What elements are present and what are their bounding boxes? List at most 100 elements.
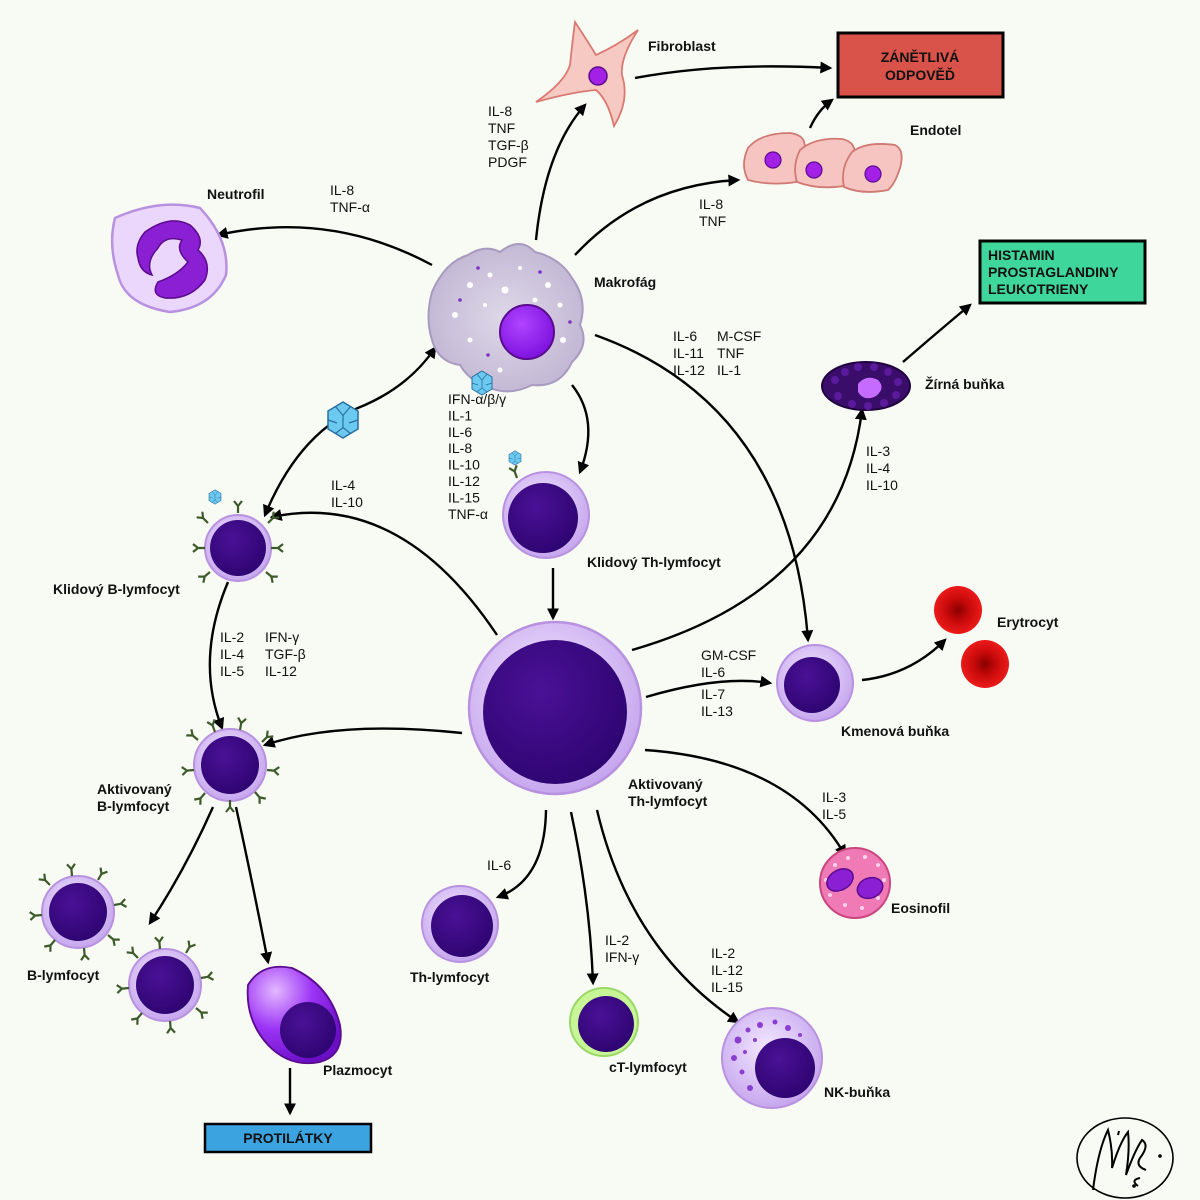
label-zirna-bunka: Žírná buňka — [925, 375, 1005, 392]
th-lymphocyte-cell — [421, 885, 499, 963]
arrow-stem-cell-to-erythrocyte — [861, 638, 947, 682]
label-makrofag: Makrofág — [594, 274, 656, 290]
histamine-box: HISTAMIN PROSTAGLANDINY LEUKOTRIENY — [978, 239, 1147, 305]
label-b-lymfocyt: B-lymfocyt — [27, 967, 100, 983]
macrophage-cell — [427, 243, 585, 396]
cytokines-to-th: IL-6 — [487, 857, 511, 873]
arrow-activated-th-to-resting-b — [269, 509, 498, 636]
mast-cell — [821, 361, 911, 411]
cytokine-item: IL-10 — [331, 494, 363, 510]
cytokine-item: IL-15 — [448, 489, 480, 505]
cytokine-item: TGF-β — [265, 646, 306, 662]
eosinophil-cell — [819, 847, 891, 919]
cytokine-item: PDGF — [488, 154, 527, 170]
label-aktivovany-b-line1: Aktivovaný — [97, 781, 172, 797]
arrow-endothelium-to-inflammation — [808, 98, 834, 129]
antibodies-box: PROTILÁTKY — [203, 1122, 373, 1154]
label-klidovy-b: Klidový B-lymfocyt — [53, 581, 180, 597]
label-kmenova-bunka: Kmenová buňka — [841, 723, 949, 739]
label-erytrocyt: Erytrocyt — [997, 614, 1059, 630]
arrow-activated-th-to-activated-b — [262, 727, 463, 748]
cytokine-item: IFN-γ — [605, 949, 639, 965]
cytokine-item: IL-4 — [866, 460, 890, 476]
cytokine-item: IL-6 — [487, 857, 511, 873]
endothelium-cells — [743, 132, 903, 193]
cytokine-item: IL-13 — [701, 703, 733, 719]
cytokine-item: IL-10 — [866, 477, 898, 493]
cytokine-item: IFN-γ — [265, 629, 299, 645]
cytokine-item: IL-4 — [331, 477, 355, 493]
label-aktivovany-th-line2: Th-lymfocyt — [628, 793, 708, 809]
cytokine-item: IL-10 — [448, 457, 480, 473]
cytokine-item: IL-8 — [488, 103, 512, 119]
arrow-macrophage-to-endothelium — [574, 174, 741, 256]
label-endotel: Endotel — [910, 122, 961, 138]
stem-cell — [776, 644, 854, 722]
arrow-macrophage-to-neutrophil — [215, 225, 433, 267]
cytokine-item: M-CSF — [717, 328, 761, 344]
histamine-box-line3: LEUKOTRIENY — [988, 281, 1089, 297]
arrow-mast-cell-to-histamine — [902, 303, 972, 363]
label-aktivovany-th-line1: Aktivovaný — [628, 776, 703, 792]
activated-th-lymphocyte — [467, 620, 643, 796]
cytokine-item: TNF — [699, 213, 726, 229]
arrow-activated-b-to-plasmocyte — [234, 806, 273, 965]
arrow-activated-b-to-b — [148, 806, 215, 926]
inflammation-box-line1: ZÁNĚTLIVÁ — [881, 48, 960, 65]
label-th-lymfocyt: Th-lymfocyt — [410, 969, 490, 985]
cytokine-item: IL-8 — [330, 182, 354, 198]
plasmocyte-cell — [246, 965, 342, 1065]
label-klidovy-th: Klidový Th-lymfocyt — [587, 554, 721, 570]
cytokine-item: IL-3 — [866, 443, 890, 459]
fibroblast-cell — [535, 19, 639, 129]
antibodies-box-label: PROTILÁTKY — [243, 1130, 333, 1146]
cytokine-item: IL-5 — [822, 806, 846, 822]
label-neutrofil: Neutrofil — [207, 186, 265, 202]
cytokine-item: TGF-β — [488, 137, 529, 153]
arrow-activated-th-to-th — [495, 809, 548, 900]
label-ct-lymfocyt: cT-lymfocyt — [609, 1059, 687, 1075]
cytokine-item: IL-7 — [701, 686, 725, 702]
neutrophil-cell — [110, 203, 228, 314]
ct-lymphocyte-cell — [569, 987, 639, 1057]
cytokine-item: GM-CSF — [701, 647, 756, 663]
label-fibroblast: Fibroblast — [648, 38, 716, 54]
cytokine-item: IL-8 — [699, 196, 723, 212]
author-signature — [1076, 1117, 1174, 1199]
label-eosinofil: Eosinofil — [891, 900, 950, 916]
arrow-activated-th-to-ct — [569, 811, 599, 986]
cytokine-item: IFN-α/β/γ — [448, 391, 506, 407]
cytokine-item: IL-15 — [711, 979, 743, 995]
cytokine-item: IL-6 — [701, 664, 725, 680]
cytokine-item: IL-12 — [448, 473, 480, 489]
cytokine-item: IL-12 — [673, 362, 705, 378]
label-nk-bunka: NK-buňka — [824, 1084, 890, 1100]
cytokine-item: IL-6 — [673, 328, 697, 344]
arrow-activated-th-to-mast-cell — [631, 407, 867, 652]
cytokine-item: IL-8 — [448, 440, 472, 456]
cytokine-item: IL-5 — [220, 663, 244, 679]
nk-cell — [721, 1007, 823, 1109]
arrow-macrophage-to-fibroblast — [534, 103, 587, 241]
arrow-resting-b-to-activated-b — [208, 581, 230, 731]
cytokine-item: IL-2 — [605, 932, 629, 948]
arrow-macrophage-to-stem-cell — [594, 333, 814, 643]
inflammation-response-box: ZÁNĚTLIVÁ ODPOVĚĎ — [836, 31, 1005, 99]
cytokine-item: IL-12 — [711, 962, 743, 978]
arrows — [148, 61, 972, 1116]
arrow-virus-macrophage — [263, 346, 437, 518]
cytokine-item: IL-6 — [448, 424, 472, 440]
arrow-activated-th-to-stem-cell — [645, 675, 773, 699]
